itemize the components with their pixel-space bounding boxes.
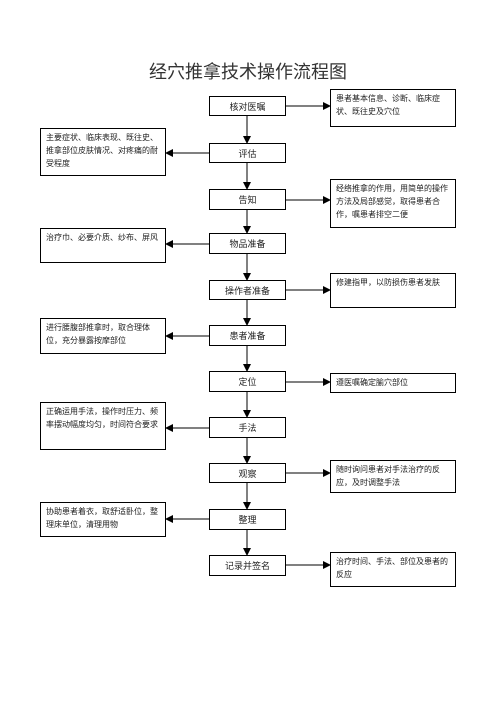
step-technique: 手法 xyxy=(209,417,286,438)
step-operator-prep: 操作者准备 xyxy=(209,280,286,300)
note-tidy: 协助患者着衣，取舒适卧位，整理床单位，清理用物 xyxy=(40,502,166,537)
step-assess: 评估 xyxy=(209,143,286,163)
note-assess: 主要症状、临床表现、既往史、推拿部位皮肤情况、对疼痛的耐受程度 xyxy=(40,128,166,176)
step-patient-prep: 患者准备 xyxy=(209,325,286,346)
step-observe: 观察 xyxy=(209,463,286,483)
step-tidy: 整理 xyxy=(209,509,286,530)
step-record-sign: 记录并签名 xyxy=(209,555,286,576)
note-observe: 随时询问患者对手法治疗的反应，及时调整手法 xyxy=(330,460,456,493)
note-prepare-items: 治疗巾、必要介质、纱布、屏风 xyxy=(40,228,166,263)
step-verify-order: 核对医嘱 xyxy=(209,96,286,116)
page-title: 经穴推拿技术操作流程图 xyxy=(149,62,347,83)
note-technique: 正确运用手法，操作时压力、频率摆动幅度均匀，时间符合要求 xyxy=(40,402,166,450)
step-locate: 定位 xyxy=(209,371,286,392)
note-patient-prep: 进行腰腹部推拿时，取合理体位，充分暴露按摩部位 xyxy=(40,318,166,354)
note-record-sign: 治疗时间、手法、部位及患者的反应 xyxy=(330,552,456,587)
note-verify-order: 患者基本信息、诊断、临床症状、既往史及穴位 xyxy=(330,89,456,127)
note-operator-prep: 修建指甲，以防损伤患者发肤 xyxy=(330,273,456,308)
note-locate: 遵医嘱确定腧穴部位 xyxy=(330,373,456,393)
step-prepare-items: 物品准备 xyxy=(209,233,286,254)
note-inform: 经络推拿的作用，用简单的操作方法及局部感觉，取得患者合作，嘱患者排空二便 xyxy=(330,179,456,228)
step-inform: 告知 xyxy=(209,189,286,210)
